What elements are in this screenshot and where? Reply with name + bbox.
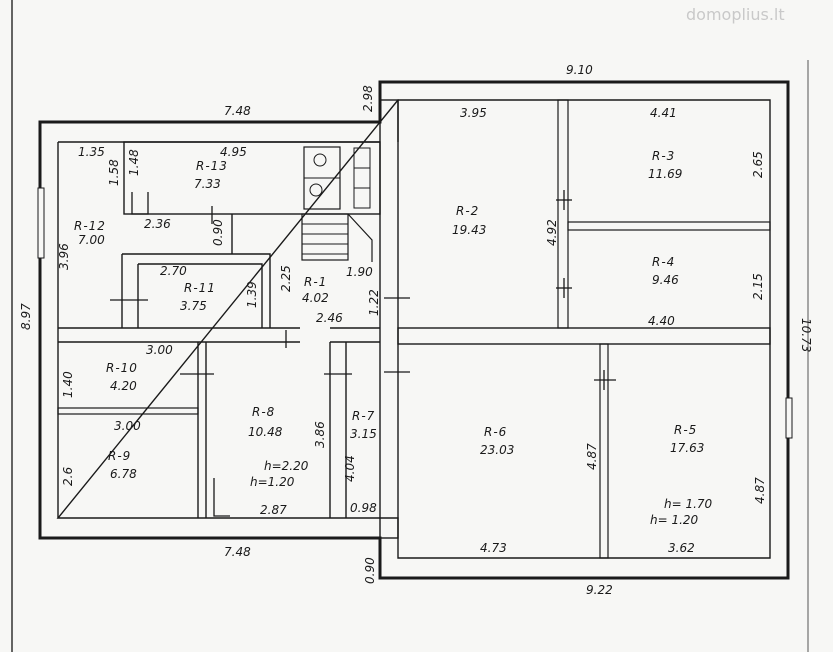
dim: 1.90 <box>346 265 373 279</box>
room-labels: R-1 4.02 R-2 19.43 R-3 11.69 R-4 9.46 R-… <box>74 149 704 481</box>
room-r11-walls <box>121 253 271 328</box>
room-r8-area: 10.48 <box>248 425 283 439</box>
r9-r10-wall <box>57 407 199 415</box>
room-r11-id: R-11 <box>184 281 216 295</box>
dim: 3.62 <box>668 541 695 555</box>
room-r6-area: 23.03 <box>480 443 514 457</box>
room-r13-area: 7.33 <box>194 177 221 191</box>
r5-height: h= 1.70 <box>664 497 713 511</box>
dim: 1.58 <box>107 159 121 186</box>
room-r10-area: 4.20 <box>110 379 137 393</box>
room-r2-area: 19.43 <box>452 223 486 237</box>
room-r8-id: R-8 <box>252 405 275 419</box>
room-r4-id: R-4 <box>652 255 675 269</box>
room-r4-area: 9.46 <box>652 273 679 287</box>
dim-step-bottom: 0.90 <box>363 557 377 584</box>
dim: 4.92 <box>545 219 559 246</box>
watermark: domoplius.lt <box>686 5 785 24</box>
room-r5-id: R-5 <box>674 423 697 437</box>
dim-left-height: 8.97 <box>19 303 33 330</box>
room-r1-id: R-1 <box>304 275 327 289</box>
inner-dimensions: 1.35 4.95 1.58 1.48 2.36 0.90 3.96 2.70 … <box>57 106 767 555</box>
dim: 4.04 <box>343 455 357 482</box>
room-r3-area: 11.69 <box>648 167 682 181</box>
room-r6-id: R-6 <box>484 425 507 439</box>
room-r7-area: 3.15 <box>350 427 377 441</box>
r5-r6-wall <box>599 343 609 559</box>
r5-height-2: h= 1.20 <box>650 513 699 527</box>
room-r11-area: 3.75 <box>180 299 207 313</box>
dim: 4.87 <box>585 443 599 470</box>
middle-wall <box>379 99 399 539</box>
dim: 2.87 <box>260 503 287 517</box>
dim-left-bottom-width: 7.48 <box>224 545 251 559</box>
dim: 3.00 <box>146 343 173 357</box>
dim: 2.65 <box>751 151 765 178</box>
dim-step-top: 2.98 <box>361 85 375 112</box>
dim: 2.15 <box>751 273 765 300</box>
dim-right-top-width: 9.10 <box>566 63 593 77</box>
stairs-icon <box>301 213 373 262</box>
room-r10-id: R-10 <box>106 361 138 375</box>
dim: 4.87 <box>753 477 767 504</box>
room-r3-id: R-3 <box>652 149 675 163</box>
room-r13-id: R-13 <box>196 159 228 173</box>
dim: 1.39 <box>245 281 259 308</box>
room-r7-id: R-7 <box>352 409 375 423</box>
window-right <box>785 397 793 439</box>
dim: 1.40 <box>61 371 75 398</box>
burner-icon <box>313 153 327 167</box>
room-r2-id: R-2 <box>456 204 479 218</box>
dim-left-top-width: 7.48 <box>224 104 251 118</box>
r8-height: h=2.20 <box>264 459 309 473</box>
dim: 1.35 <box>78 145 105 159</box>
room-r9-id: R-9 <box>108 449 131 463</box>
room-r5-area: 17.63 <box>670 441 704 455</box>
dim: 0.98 <box>350 501 377 515</box>
room-r12-area: 7.00 <box>78 233 105 247</box>
dim: 2.36 <box>144 217 171 231</box>
dim: 4.41 <box>650 106 677 120</box>
burner-icon <box>309 183 323 197</box>
dim: 0.90 <box>211 219 225 246</box>
room-r12-id: R-12 <box>74 219 106 233</box>
dim: 2.25 <box>279 265 293 292</box>
r3-r4-wall <box>567 221 771 231</box>
dim: 1.22 <box>367 289 381 316</box>
room-r1-area: 4.02 <box>302 291 329 305</box>
r8-height-2: h=1.20 <box>250 475 295 489</box>
dim: 4.73 <box>480 541 507 555</box>
right-corridor-wall <box>397 327 771 345</box>
dim: 3.86 <box>313 421 327 448</box>
room-r9-area: 6.78 <box>110 467 137 481</box>
cabinet-icon <box>353 147 371 209</box>
room-r13-walls <box>123 141 381 215</box>
dim: 3.96 <box>57 243 71 270</box>
dim: 4.95 <box>220 145 247 159</box>
dim: 1.48 <box>127 149 141 176</box>
dim: 2.46 <box>316 311 343 325</box>
dim: 3.95 <box>460 106 487 120</box>
dim: 2.70 <box>160 264 187 278</box>
r2-r3-wall <box>557 99 569 329</box>
dim-right-height: 10.73 <box>799 318 813 352</box>
dim: 3.00 <box>114 419 141 433</box>
dim-right-bottom-width: 9.22 <box>586 583 613 597</box>
dim: 4.40 <box>648 314 675 328</box>
dim: 2.6 <box>61 467 75 486</box>
door-markers <box>110 190 616 517</box>
window-left <box>37 187 45 259</box>
